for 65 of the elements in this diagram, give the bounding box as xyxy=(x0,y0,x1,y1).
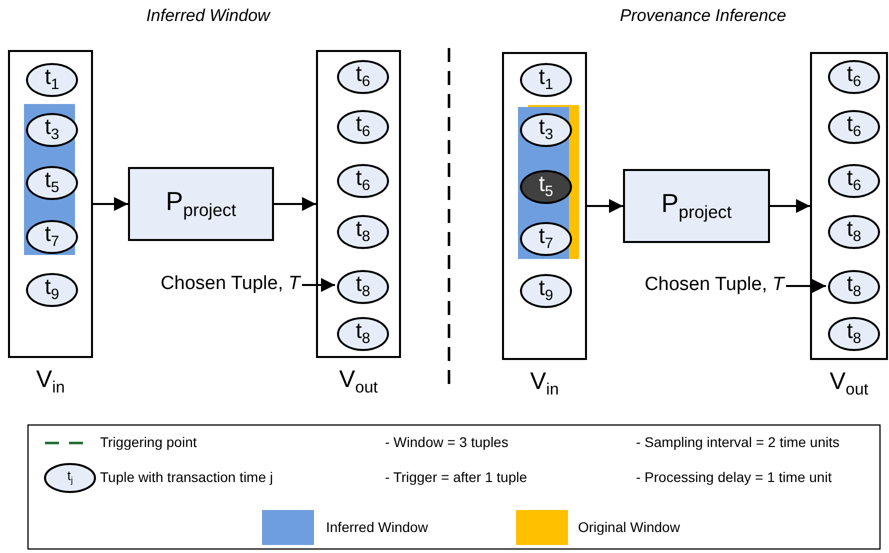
note-text: - Sampling interval = 2 time units xyxy=(636,434,840,450)
tuple-label: t$_{6}$ xyxy=(846,63,862,91)
tuple-label: t$_{8}$ xyxy=(846,273,862,301)
process-label: P$_{project}$ xyxy=(661,188,732,224)
tuple-ellipse xyxy=(828,317,880,351)
process-label: P$_{project}$ xyxy=(166,186,236,222)
tuple-ellipse xyxy=(26,63,78,97)
note-text: - Window = 3 tuples xyxy=(385,434,508,450)
tuple-ellipse xyxy=(337,60,389,94)
tuple-label: t$_{5}$ xyxy=(538,173,554,201)
tuple-ellipse xyxy=(828,110,880,144)
tuple-label: t$_{3}$ xyxy=(44,116,60,144)
tuple-label: t$_{6}$ xyxy=(356,63,370,91)
tuple-ellipse xyxy=(337,317,389,351)
tuple-label: t$_{7}$ xyxy=(538,225,554,253)
tuple-ellipse xyxy=(828,270,880,304)
panel-title: Provenance Inference xyxy=(618,6,788,26)
tuple-ellipse xyxy=(337,110,389,144)
tuple-label: t$_{6}$ xyxy=(846,113,862,141)
tuple-label: t$_{6}$ xyxy=(356,167,370,195)
tuple-label: t$_{8}$ xyxy=(356,320,370,348)
stream-label: V$_{out}$ xyxy=(338,366,379,398)
tuple-label: t$_{9}$ xyxy=(44,276,60,304)
tuple-label: t$_{8}$ xyxy=(356,218,370,246)
arrow xyxy=(274,197,316,211)
tuple-ellipse xyxy=(828,60,880,94)
arrow xyxy=(302,278,335,292)
stream-label: V$_{in}$ xyxy=(35,366,66,398)
tuple-label: t$_{1}$ xyxy=(44,66,60,94)
tuple-label: t$_{8}$ xyxy=(846,320,862,348)
legend-label: Original Window xyxy=(578,519,680,535)
legend-label: Triggering point xyxy=(100,434,197,450)
tuple-label: t$_{3}$ xyxy=(538,116,554,144)
tuple-label: t$_{5}$ xyxy=(44,169,60,197)
arrow xyxy=(770,199,810,213)
note-text: - Trigger = after 1 tuple xyxy=(385,469,528,485)
stream-label: V$_{in}$ xyxy=(529,368,560,400)
tuple-ellipse xyxy=(337,270,389,304)
tuple-label: t$_{9}$ xyxy=(538,277,554,305)
tuple-label: t$_{8}$ xyxy=(356,273,370,301)
panel-title: Inferred Window xyxy=(145,6,272,26)
arrow xyxy=(587,199,623,213)
process-box xyxy=(128,167,274,241)
chosen-tuple-label: Chosen Tuple, T xyxy=(614,274,784,298)
tuple-ellipse xyxy=(520,274,572,308)
note-text: - Processing delay = 1 time unit xyxy=(636,469,832,485)
tuple-label: t$_{8}$ xyxy=(846,218,862,246)
tuple-label: t$_{6}$ xyxy=(356,113,370,141)
tuple-ellipse xyxy=(520,63,572,97)
tuple-label: t$_{6}$ xyxy=(846,167,862,195)
legend-label: Tuple with transaction time j xyxy=(100,469,273,485)
tuple-ellipse xyxy=(828,215,880,249)
arrow xyxy=(93,197,128,211)
tuple-ellipse xyxy=(26,273,78,307)
stream-label: V$_{out}$ xyxy=(828,368,870,400)
legend-label: Inferred Window xyxy=(326,519,428,535)
arrow xyxy=(786,279,826,293)
tuple-ellipse xyxy=(337,215,389,249)
process-box xyxy=(623,169,770,243)
tuple-label: t$_{1}$ xyxy=(538,66,554,94)
tuple-ellipse xyxy=(337,164,389,198)
tuple-sample-label: t$_{j}$ xyxy=(66,468,74,486)
chosen-tuple-label: Chosen Tuple, T xyxy=(130,273,300,297)
tuple-ellipse xyxy=(828,164,880,198)
tuple-label: t$_{7}$ xyxy=(44,223,60,251)
